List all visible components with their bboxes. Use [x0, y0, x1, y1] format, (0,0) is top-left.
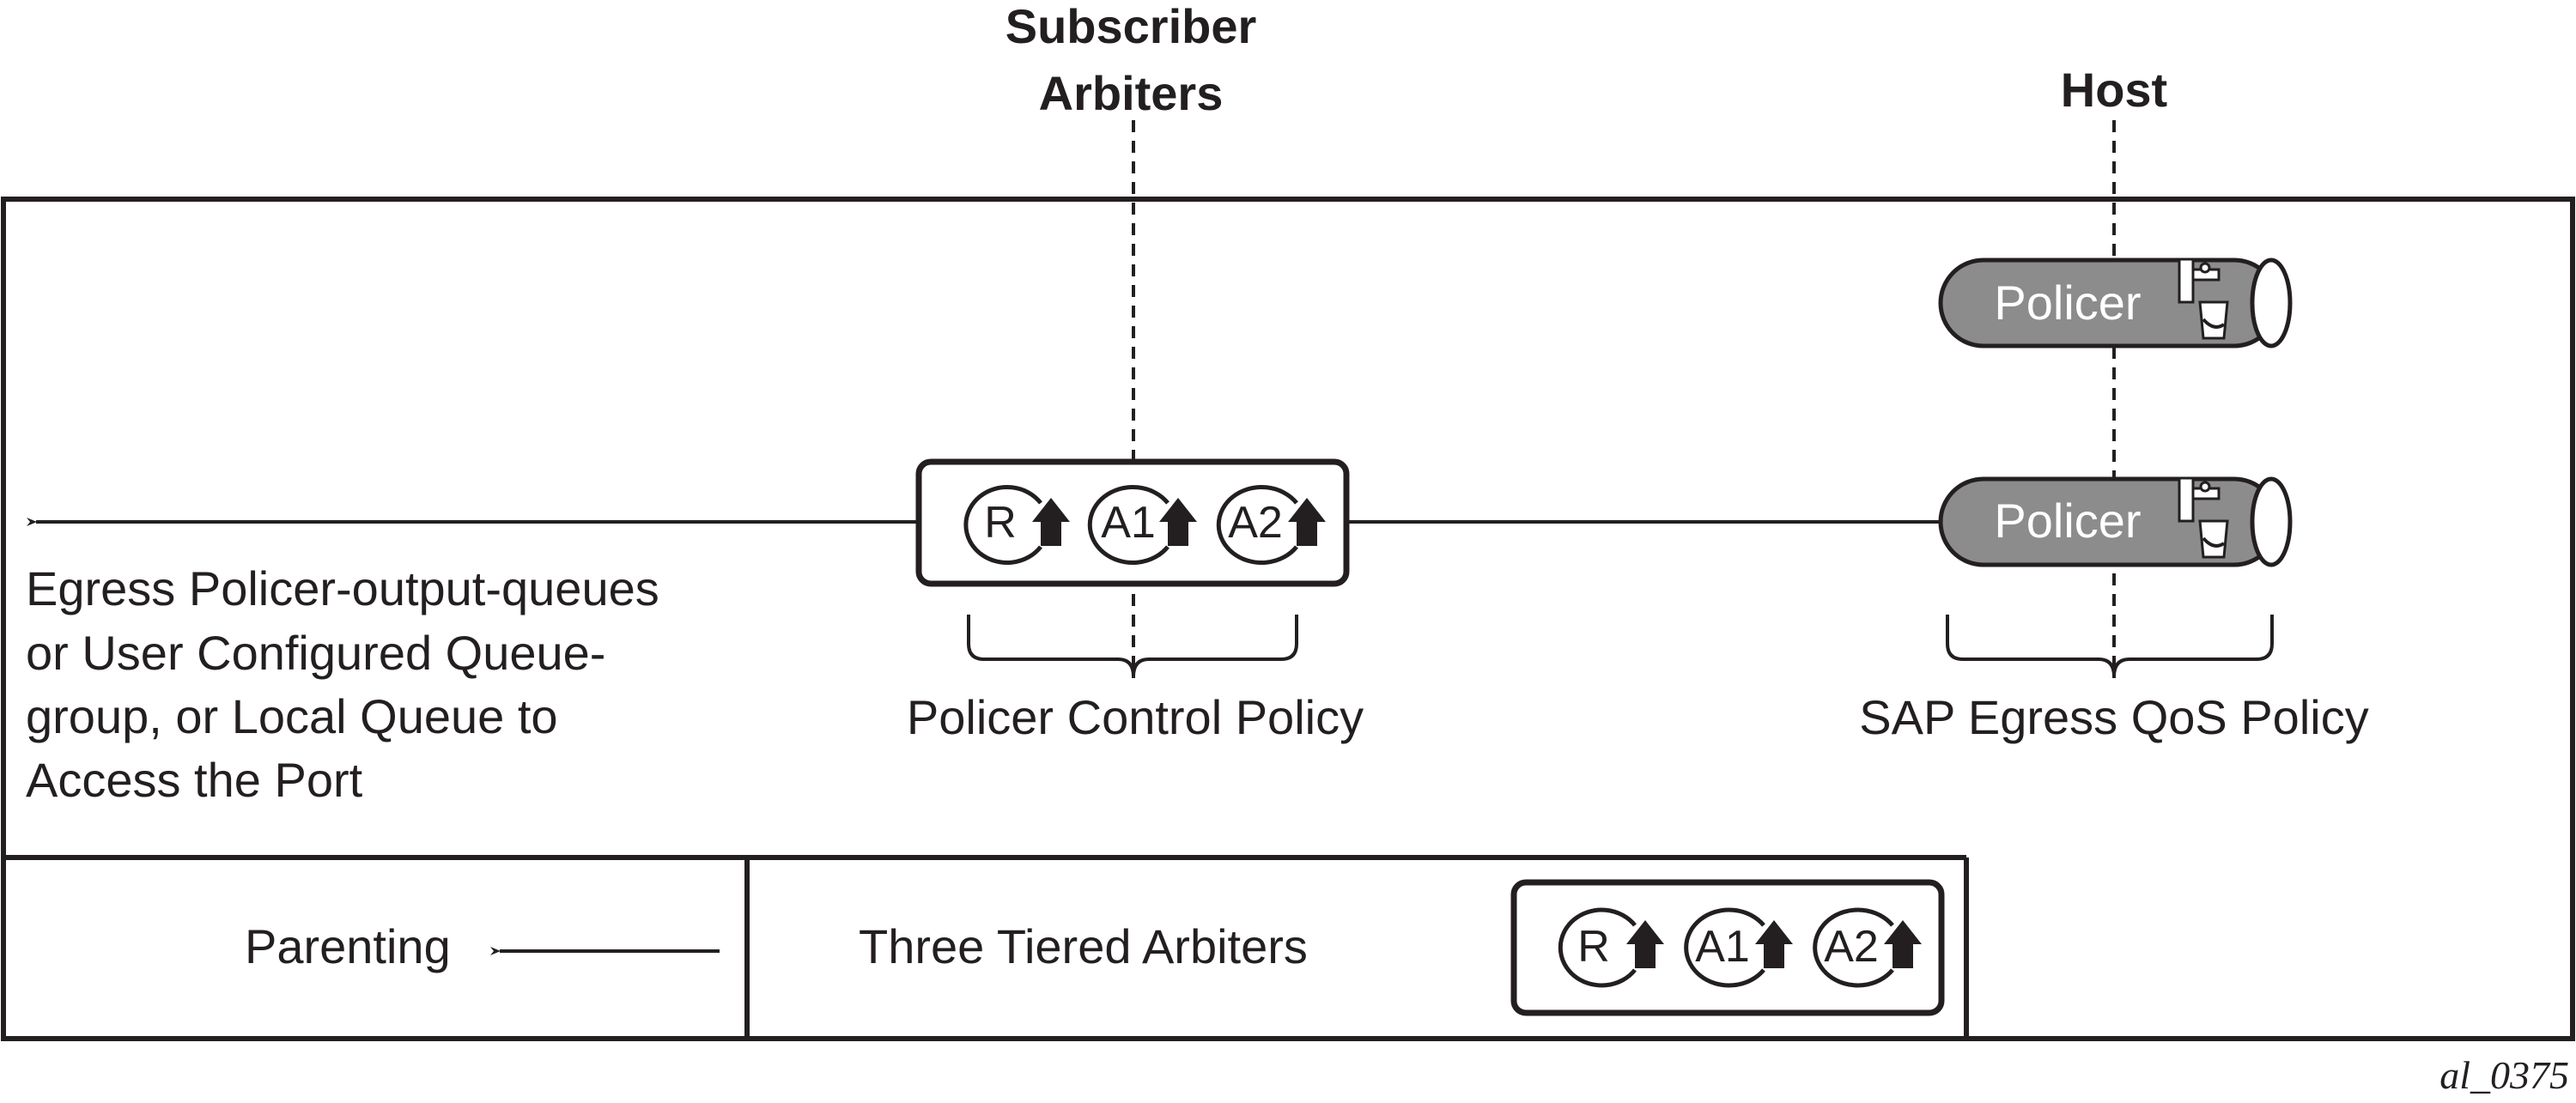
egress-text-line3: group, or Local Queue to: [26, 689, 558, 743]
policer-top-label: Policer: [1994, 276, 2141, 330]
policer-top: Policer: [1938, 258, 2293, 348]
subscriber-arbiters-heading-line2: Arbiters: [1039, 66, 1224, 120]
legend-arbiter-a1-label: A1: [1695, 922, 1750, 972]
tap-bucket-icon: [2178, 476, 2229, 559]
arbiter-root-label: R: [984, 498, 1017, 548]
policer-control-policy-label: Policer Control Policy: [907, 690, 1364, 744]
outer-frame: [1, 197, 2575, 1041]
policer-bottom-label: Policer: [1994, 494, 2141, 548]
egress-text-line2: or User Configured Queue-: [26, 626, 605, 680]
arbiter-a1-icon: A1: [1684, 907, 1793, 988]
egress-text-line4: Access the Port: [26, 753, 363, 807]
sap-egress-brace: [1946, 615, 2274, 677]
subscriber-arbiters-heading-line1: Subscriber: [1005, 0, 1257, 53]
legend-parenting-label: Parenting: [245, 919, 451, 973]
legend-three-tiered-label: Three Tiered Arbiters: [859, 919, 1308, 973]
arbiter-a2-label: A2: [1228, 498, 1283, 548]
tap-bucket-icon: [2178, 258, 2229, 340]
arbiter-group-legend: R A1 A2: [1510, 879, 1945, 1016]
arbiter-group-main: R A1 A2: [915, 458, 1350, 587]
arbiter-a1-label: A1: [1101, 498, 1156, 548]
host-heading: Host: [2061, 63, 2167, 117]
egress-text-line1: Egress Policer-output-queues: [26, 561, 659, 615]
legend-arbiter-root-label: R: [1577, 922, 1610, 972]
legend-arbiter-a2-label: A2: [1824, 922, 1879, 972]
policer-bottom: Policer: [1938, 476, 2293, 567]
figure-id: al_0375: [2439, 1053, 2569, 1097]
arbiter-a2-icon: A2: [1216, 485, 1326, 565]
arbiter-root-icon: R: [1558, 907, 1664, 988]
sap-egress-qos-policy-label: SAP Egress QoS Policy: [1859, 690, 2368, 744]
policer-control-brace: [967, 615, 1298, 677]
arbiter-a1-icon: A1: [1087, 485, 1197, 565]
arbiter-root-icon: R: [963, 485, 1070, 565]
arbiter-a2-icon: A2: [1813, 907, 1922, 988]
